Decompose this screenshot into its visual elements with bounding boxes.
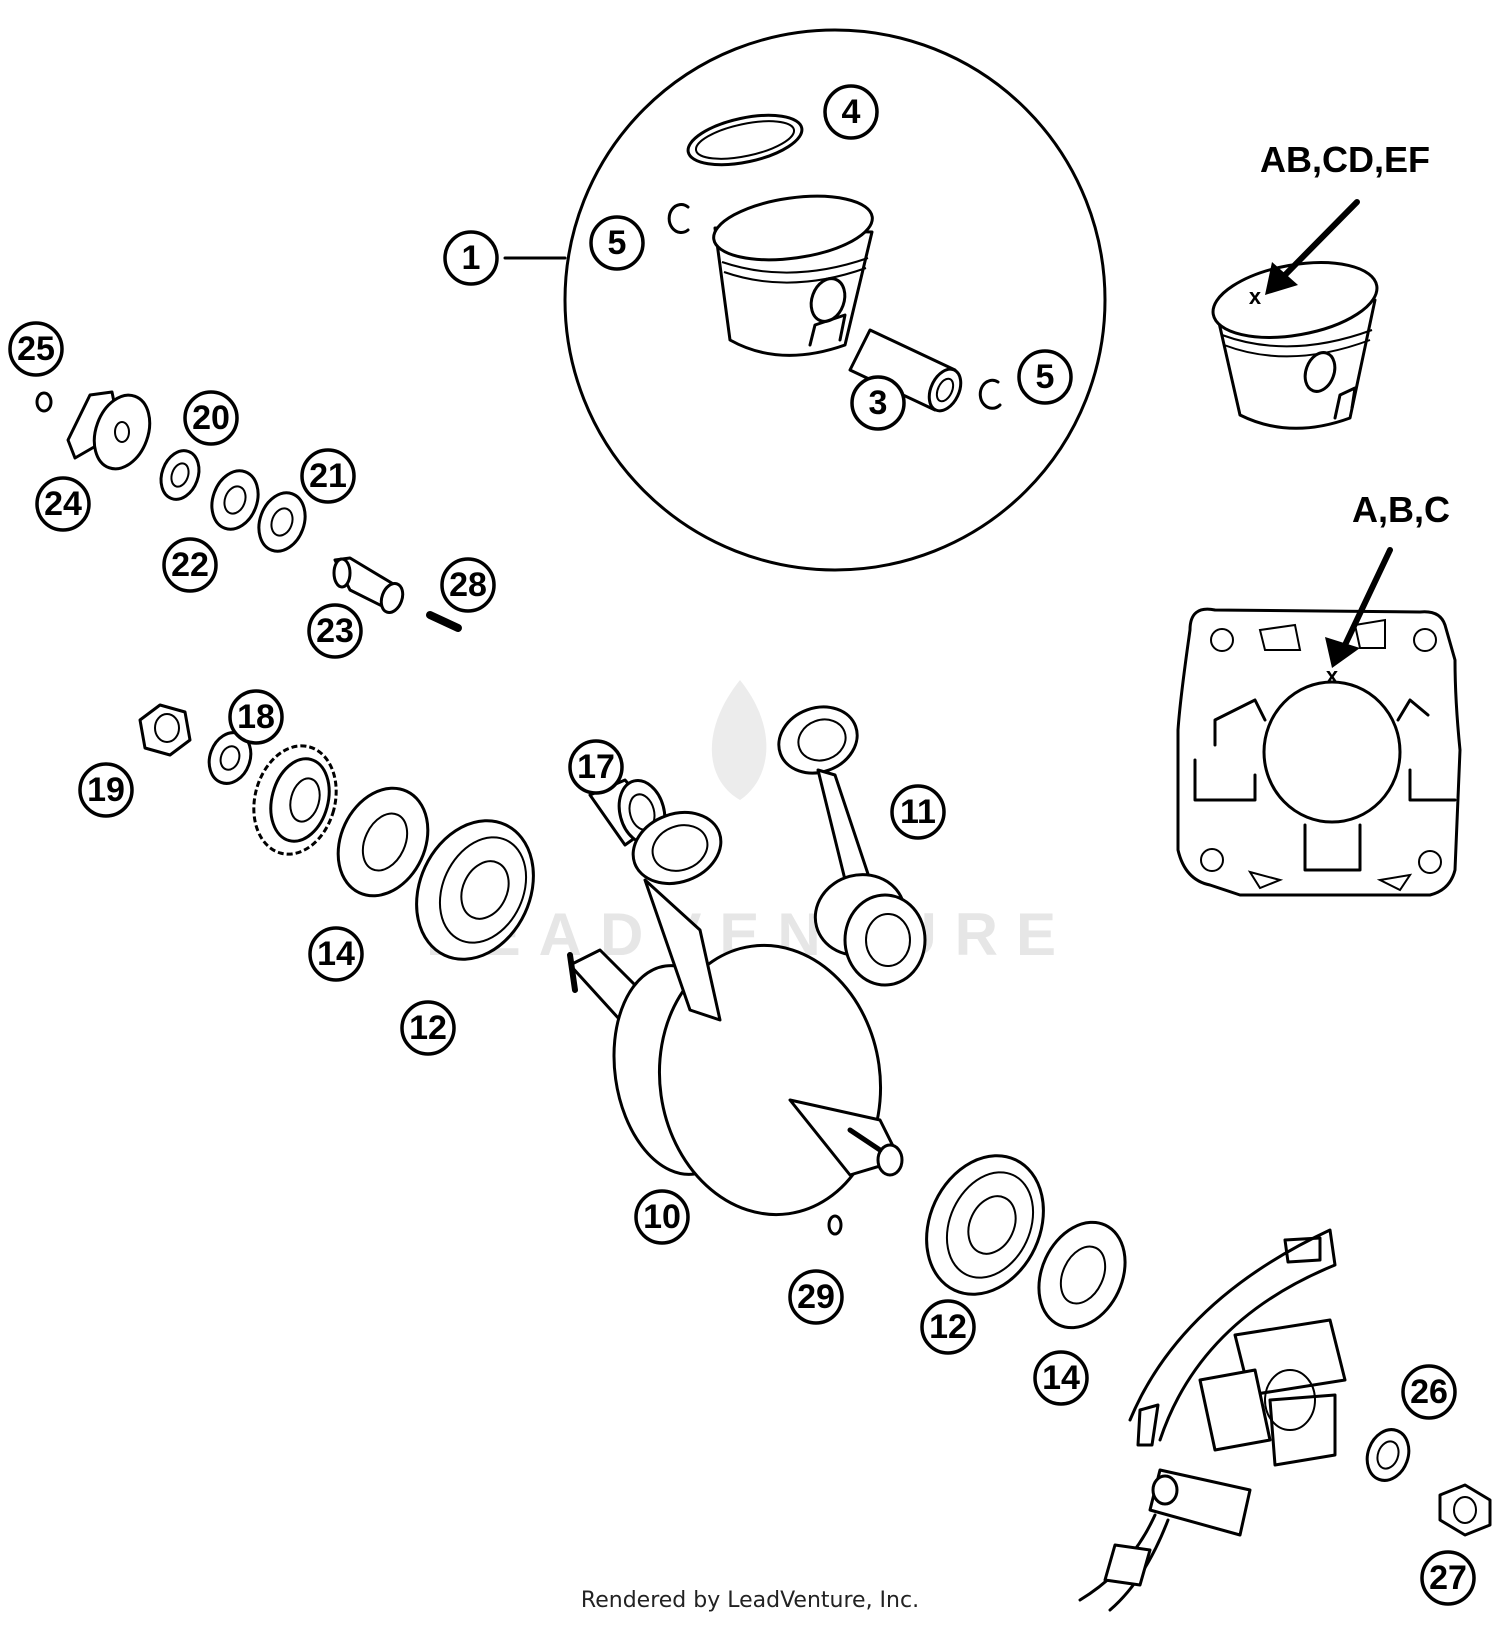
balancer-shaft: [332, 556, 405, 615]
part-callout-4: 4: [823, 84, 879, 140]
cylinder-bore: [1262, 680, 1402, 824]
piston-pin-clip: [978, 378, 1002, 410]
svg-text:21: 21: [309, 457, 347, 495]
pickup-sensor: [1148, 1468, 1252, 1537]
main-bearing-left: [415, 819, 535, 961]
svg-text:22: 22: [171, 546, 209, 584]
part-callout-27: 27: [1420, 1550, 1476, 1606]
cylinder-gasket: x A,B,C: [1176, 489, 1462, 897]
svg-text:19: 19: [87, 771, 125, 809]
hex-nut: [138, 703, 192, 757]
balancer-weight: [66, 390, 152, 471]
ball-bearing: [210, 469, 260, 531]
svg-text:4: 4: [842, 93, 861, 131]
piston-pin-clip: [667, 203, 690, 234]
part-callout-5: 5: [1017, 349, 1073, 405]
svg-text:29: 29: [797, 1278, 835, 1316]
part-callout-22: 22: [162, 537, 218, 593]
part-callout-28: 28: [440, 557, 496, 613]
svg-text:28: 28: [449, 566, 487, 604]
part-callout-21: 21: [300, 448, 356, 504]
part-callout-14: 14: [308, 926, 364, 982]
connecting-rod: [777, 705, 927, 987]
piston: [712, 194, 874, 357]
part-callout-5: 5: [589, 215, 645, 271]
svg-text:5: 5: [608, 224, 627, 262]
svg-text:10: 10: [643, 1198, 681, 1236]
part-callout-24: 24: [35, 476, 91, 532]
piston-pin: [848, 328, 963, 413]
cylinder-marking-label: A,B,C: [1352, 489, 1450, 530]
shaft-seal-right: [1037, 1220, 1127, 1330]
watermark: LEADVENTURE: [426, 680, 1056, 968]
part-callout-12: 12: [920, 1299, 976, 1355]
svg-text:26: 26: [1410, 1373, 1448, 1411]
part-callout-26: 26: [1401, 1364, 1457, 1420]
circlip: [35, 391, 53, 413]
arrow-icon: [1325, 637, 1360, 668]
stator-coils: [1198, 1318, 1347, 1467]
part-callout-18: 18: [228, 689, 284, 745]
svg-text:25: 25: [17, 330, 55, 368]
piston-kit-detail: [503, 28, 1107, 572]
part-callout-14: 14: [1033, 1350, 1089, 1406]
cylinder-mark: x: [1326, 663, 1339, 688]
piston-ring: [686, 113, 804, 167]
svg-text:18: 18: [237, 698, 275, 736]
spring: [426, 611, 462, 632]
part-callout-17: 17: [568, 739, 624, 795]
washer: [159, 449, 201, 501]
ball-bearing: [257, 491, 307, 553]
footer-credit: Rendered by LeadVenture, Inc.: [580, 1588, 920, 1613]
part-callout-12: 12: [400, 1000, 456, 1056]
svg-text:3: 3: [869, 384, 888, 422]
main-bearing-right: [925, 1154, 1045, 1296]
part-callout-20: 20: [183, 390, 239, 446]
part-callout-25: 25: [8, 321, 64, 377]
primary-drive-group: [138, 703, 535, 961]
svg-text:24: 24: [44, 485, 82, 523]
svg-text:17: 17: [577, 748, 615, 786]
svg-text:23: 23: [316, 612, 354, 650]
svg-text:12: 12: [409, 1009, 447, 1047]
part-callout-19: 19: [78, 762, 134, 818]
arrow-icon: [1265, 262, 1298, 295]
part-callout-11: 11: [890, 784, 946, 840]
shaft-seal: [336, 786, 430, 898]
balancer-group: [35, 390, 462, 632]
svg-text:27: 27: [1429, 1559, 1467, 1597]
piston-mark: x: [1249, 284, 1262, 309]
svg-text:20: 20: [192, 399, 230, 437]
part-callout-10: 10: [634, 1189, 690, 1245]
hex-nut-right: [1438, 1483, 1492, 1537]
svg-text:5: 5: [1036, 358, 1055, 396]
drive-gear: [252, 744, 338, 856]
part-callout-23: 23: [307, 603, 363, 659]
svg-text:1: 1: [462, 239, 481, 277]
svg-text:14: 14: [317, 935, 355, 973]
crankshaft: [567, 811, 904, 1217]
part-callout-1: 1: [443, 230, 499, 286]
piston-marking-label: AB,CD,EF: [1260, 139, 1430, 180]
svg-text:11: 11: [900, 793, 936, 831]
part-callout-29: 29: [788, 1269, 844, 1325]
lock-washer-right: [1365, 1428, 1411, 1482]
woodruff-key: [827, 1214, 843, 1236]
marked-piston: x AB,CD,EF: [1211, 139, 1430, 430]
stator-assembly: [1078, 1228, 1347, 1612]
svg-text:14: 14: [1042, 1359, 1080, 1397]
detail-circle: [563, 28, 1107, 572]
part-callout-3: 3: [850, 375, 906, 431]
svg-text:12: 12: [929, 1308, 967, 1346]
